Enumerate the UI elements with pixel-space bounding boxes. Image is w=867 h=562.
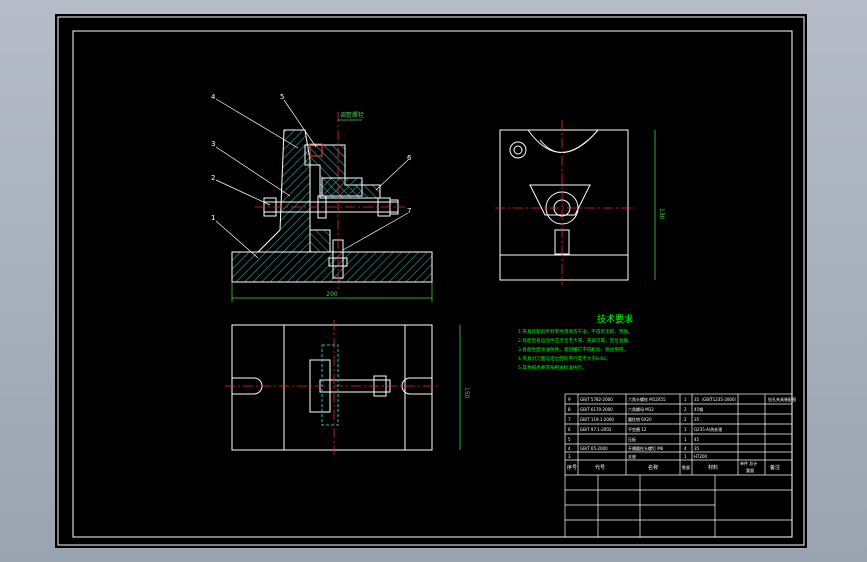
leader-6 [375,159,409,191]
callout-4: 4 [211,93,216,101]
bom-r7-name: 支座 [628,453,636,459]
tech-line-1: 1.夹具装配前所有零件须清洗干净，不得有毛刺、锈蚀。 [518,328,633,335]
leader-4 [215,98,299,149]
bom-r3-code: GB/T 119.1-2000 [580,417,614,422]
bom-r6-qty: 4 [684,446,687,451]
bom-header-weight: 单件 总计 [740,460,757,466]
side-outline [499,129,629,281]
callouts: 1 2 3 4 5 6 7 [211,93,412,259]
bom-r2-qty: 2 [684,407,687,412]
bom-r7-mat: HT200 [694,454,708,459]
top-screw [309,143,323,157]
front-view: 200 调整螺栓 [231,111,433,302]
bom-r1-no: 9 [568,397,571,402]
bom-r1-code: GB/T 5782-2000 [580,397,613,402]
bom-r4-qty: 1 [684,427,687,432]
top-slot-right [401,377,432,395]
bom-r5-qty: 1 [684,437,687,442]
bom-r2-no: 8 [568,407,571,412]
bom-r4-code: GB/T 97.1-2002 [580,427,612,432]
bom-r7-no: 3 [568,454,571,459]
bom-r3-mat: 35 [694,417,700,422]
side-view: 130 [495,120,665,285]
bom-r1-qty: 1 [684,397,687,402]
bom-r5-no: 5 [568,437,571,442]
bom-r4-name: 平垫圈 12 [628,426,647,432]
leader-1 [215,220,259,259]
bom-r1-name: 六角头螺栓 M12X55 [628,396,666,402]
leader-7 [342,212,409,251]
bom-r5-mat: 45 [694,437,700,442]
tech-line-4: 4.夹具对刀面与定位面的平行度不大于0.02。 [518,355,611,362]
side-slot [529,184,591,216]
callout-1: 1 [211,214,215,222]
tech-line-2: 2.装配后各运动件应灵活无卡滞，夹紧可靠，定位准确。 [518,337,633,344]
bom-r6-name: 开槽圆柱头螺钉 M6 [628,445,664,451]
top-dim-text: 150 [463,387,470,399]
clamp-block [321,177,363,197]
tech-line-3: 3.各配合面涂油防锈，紧固螺钉不得松动，锐边倒钝。 [518,346,628,353]
callout-2: 2 [211,174,215,182]
top-cyan-block [321,344,339,426]
fillet-section [309,229,331,253]
bom-header-qty: 数量 [682,464,690,470]
bom-header-weight-sub: 重量 [746,467,754,473]
outer-border [57,16,805,546]
bom-table [564,393,793,538]
callout-3: 3 [211,140,215,148]
inner-border [72,30,793,538]
bom-r3-qty: 2 [684,417,687,422]
bom-r5-name: 压板 [628,436,636,442]
leader-2 [215,179,271,206]
bom-r6-code: GB/T 65-2000 [580,446,608,451]
bom-r7-qty: 1 [684,454,687,459]
bom-r3-name: 圆柱销 6X20 [628,416,652,422]
bom-r1-mat: 35（GB/T1235-2000） [694,397,739,402]
bom-text: 9 GB/T 5782-2000 六角头螺栓 M12X55 1 35（GB/T1… [567,396,796,473]
width-dim-text: 200 [326,291,338,298]
side-small-hole [509,141,527,159]
leader-3 [215,146,291,197]
top-note: 调整螺栓 [340,111,364,119]
title-block-name: 钻孔夹具装配图 [768,396,796,402]
bom-r3-no: 7 [568,417,571,422]
bom-r6-no: 4 [568,446,571,451]
tech-title: 技术要求 [597,313,633,325]
bom-header-code: 代号 [595,464,605,471]
callout-5: 5 [280,93,284,101]
bom-r6-mat: 35 [694,446,700,451]
top-view: 150 [225,320,470,455]
tech-line-5: 5.其余技术要求按相关标准执行。 [518,364,587,371]
top-outline [231,324,433,451]
callout-6: 6 [407,154,412,162]
leader-5 [283,99,317,148]
bom-r2-code: GB/T 6170-2000 [580,407,613,412]
bom-header-no: 序号 [567,464,577,471]
side-dim-text: 130 [658,208,665,220]
tech-requirements: 技术要求 1.夹具装配前所有零件须清洗干净，不得有毛刺、锈蚀。 2.装配后各运动… [518,313,633,371]
bom-header-name: 名称 [648,464,658,471]
side-small-hole-inner [513,145,523,155]
bom-header-mat: 材料 [708,464,718,471]
bom-header-note: 备注 [770,464,780,471]
base-section [231,251,433,283]
bom-r4-mat: Q235-A/热处理 [694,426,722,432]
callout-7: 7 [407,207,411,215]
bom-r2-name: 六角螺母 M12 [628,406,654,412]
bom-r2-mat: 45钢 [694,406,703,412]
bom-r4-no: 6 [568,427,571,432]
